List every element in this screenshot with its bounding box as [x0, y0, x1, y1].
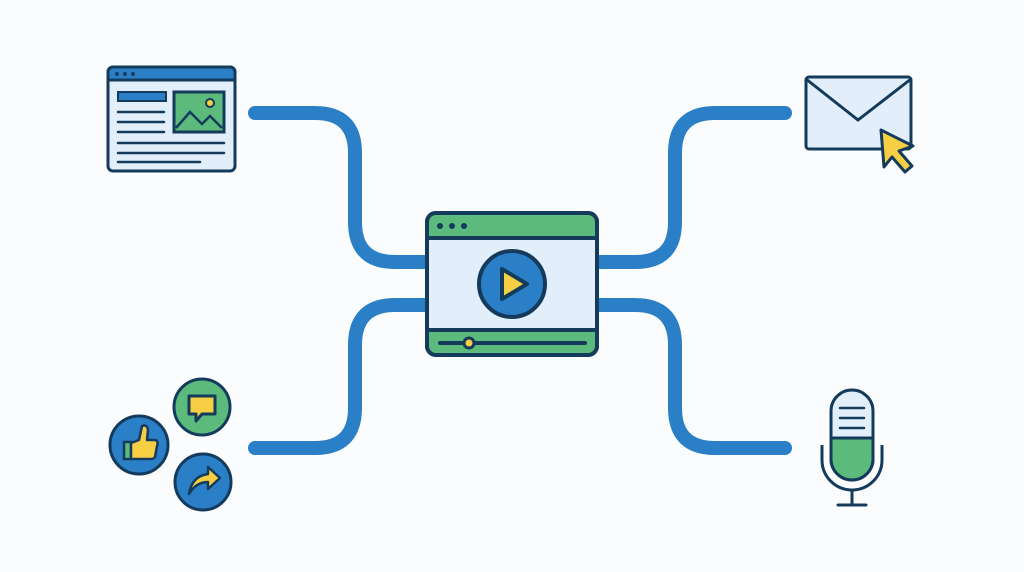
- email-click-icon: [804, 75, 915, 174]
- connector-bottom-left: [248, 298, 437, 455]
- social-media-icon: [108, 377, 233, 512]
- progress-scrubber: [462, 336, 476, 350]
- share-icon: [173, 452, 233, 512]
- connector-top-left: [248, 106, 437, 269]
- connector-bottom-right: [588, 298, 792, 455]
- microphone-icon: [820, 388, 884, 507]
- thumbs-up-icon: [108, 414, 170, 476]
- connector-top-right: [588, 106, 792, 269]
- video-player-icon: [425, 211, 599, 357]
- comment-icon: [172, 377, 232, 437]
- cursor-icon: [879, 128, 915, 174]
- web-page-icon: [106, 65, 237, 173]
